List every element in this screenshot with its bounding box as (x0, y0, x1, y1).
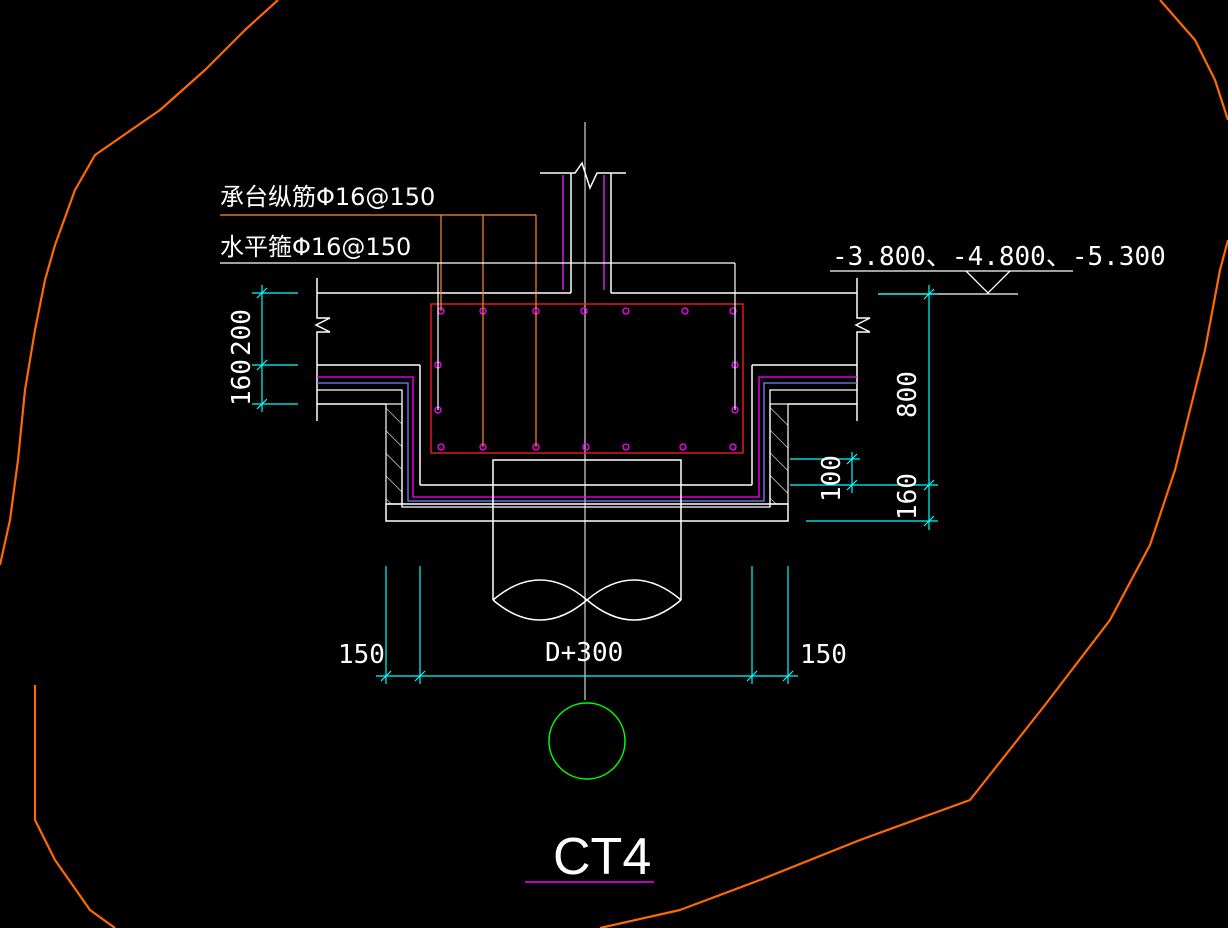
leader-horizontal-stirrup (220, 262, 736, 410)
dim-right-vertical (790, 285, 938, 530)
leader-longitudinal-rebar (220, 214, 537, 447)
elevation-values: -3.800、-4.800、-5.300 (832, 242, 1166, 272)
dim-bottom-slab: 160 (227, 359, 257, 406)
dim-left-vertical (252, 285, 298, 412)
dim-bottom-horizontal (376, 566, 798, 684)
pile (492, 459, 682, 621)
elevation-marker (830, 270, 1073, 295)
label-horizontal-stirrup: 水平箍Φ16@150 (220, 233, 411, 261)
column (540, 161, 626, 293)
rebar-cage (430, 303, 744, 454)
dim-cushion-bottom: 160 (893, 473, 923, 520)
top-slab (314, 278, 871, 365)
label-longitudinal-rebar: 承台纵筋Φ16@150 (220, 183, 435, 211)
dim-left-offset: 150 (338, 640, 385, 670)
bottom-slab (316, 364, 858, 486)
column-rebar (562, 175, 605, 290)
dim-cap-height: 800 (893, 371, 923, 418)
dim-top-slab: 200 (227, 309, 257, 356)
dim-cushion-top: 100 (817, 455, 847, 502)
pile-symbol-circle (548, 702, 626, 780)
dim-right-offset: 150 (800, 640, 847, 670)
waterproof-layer (317, 376, 857, 508)
brick-wall-left (385, 403, 403, 505)
drawing-title: CT4 (553, 828, 651, 886)
rebar-dots (434, 307, 739, 451)
dim-pile-width: D+300 (545, 638, 623, 668)
cushion-layer (385, 503, 789, 522)
brick-wall-right (769, 403, 789, 505)
